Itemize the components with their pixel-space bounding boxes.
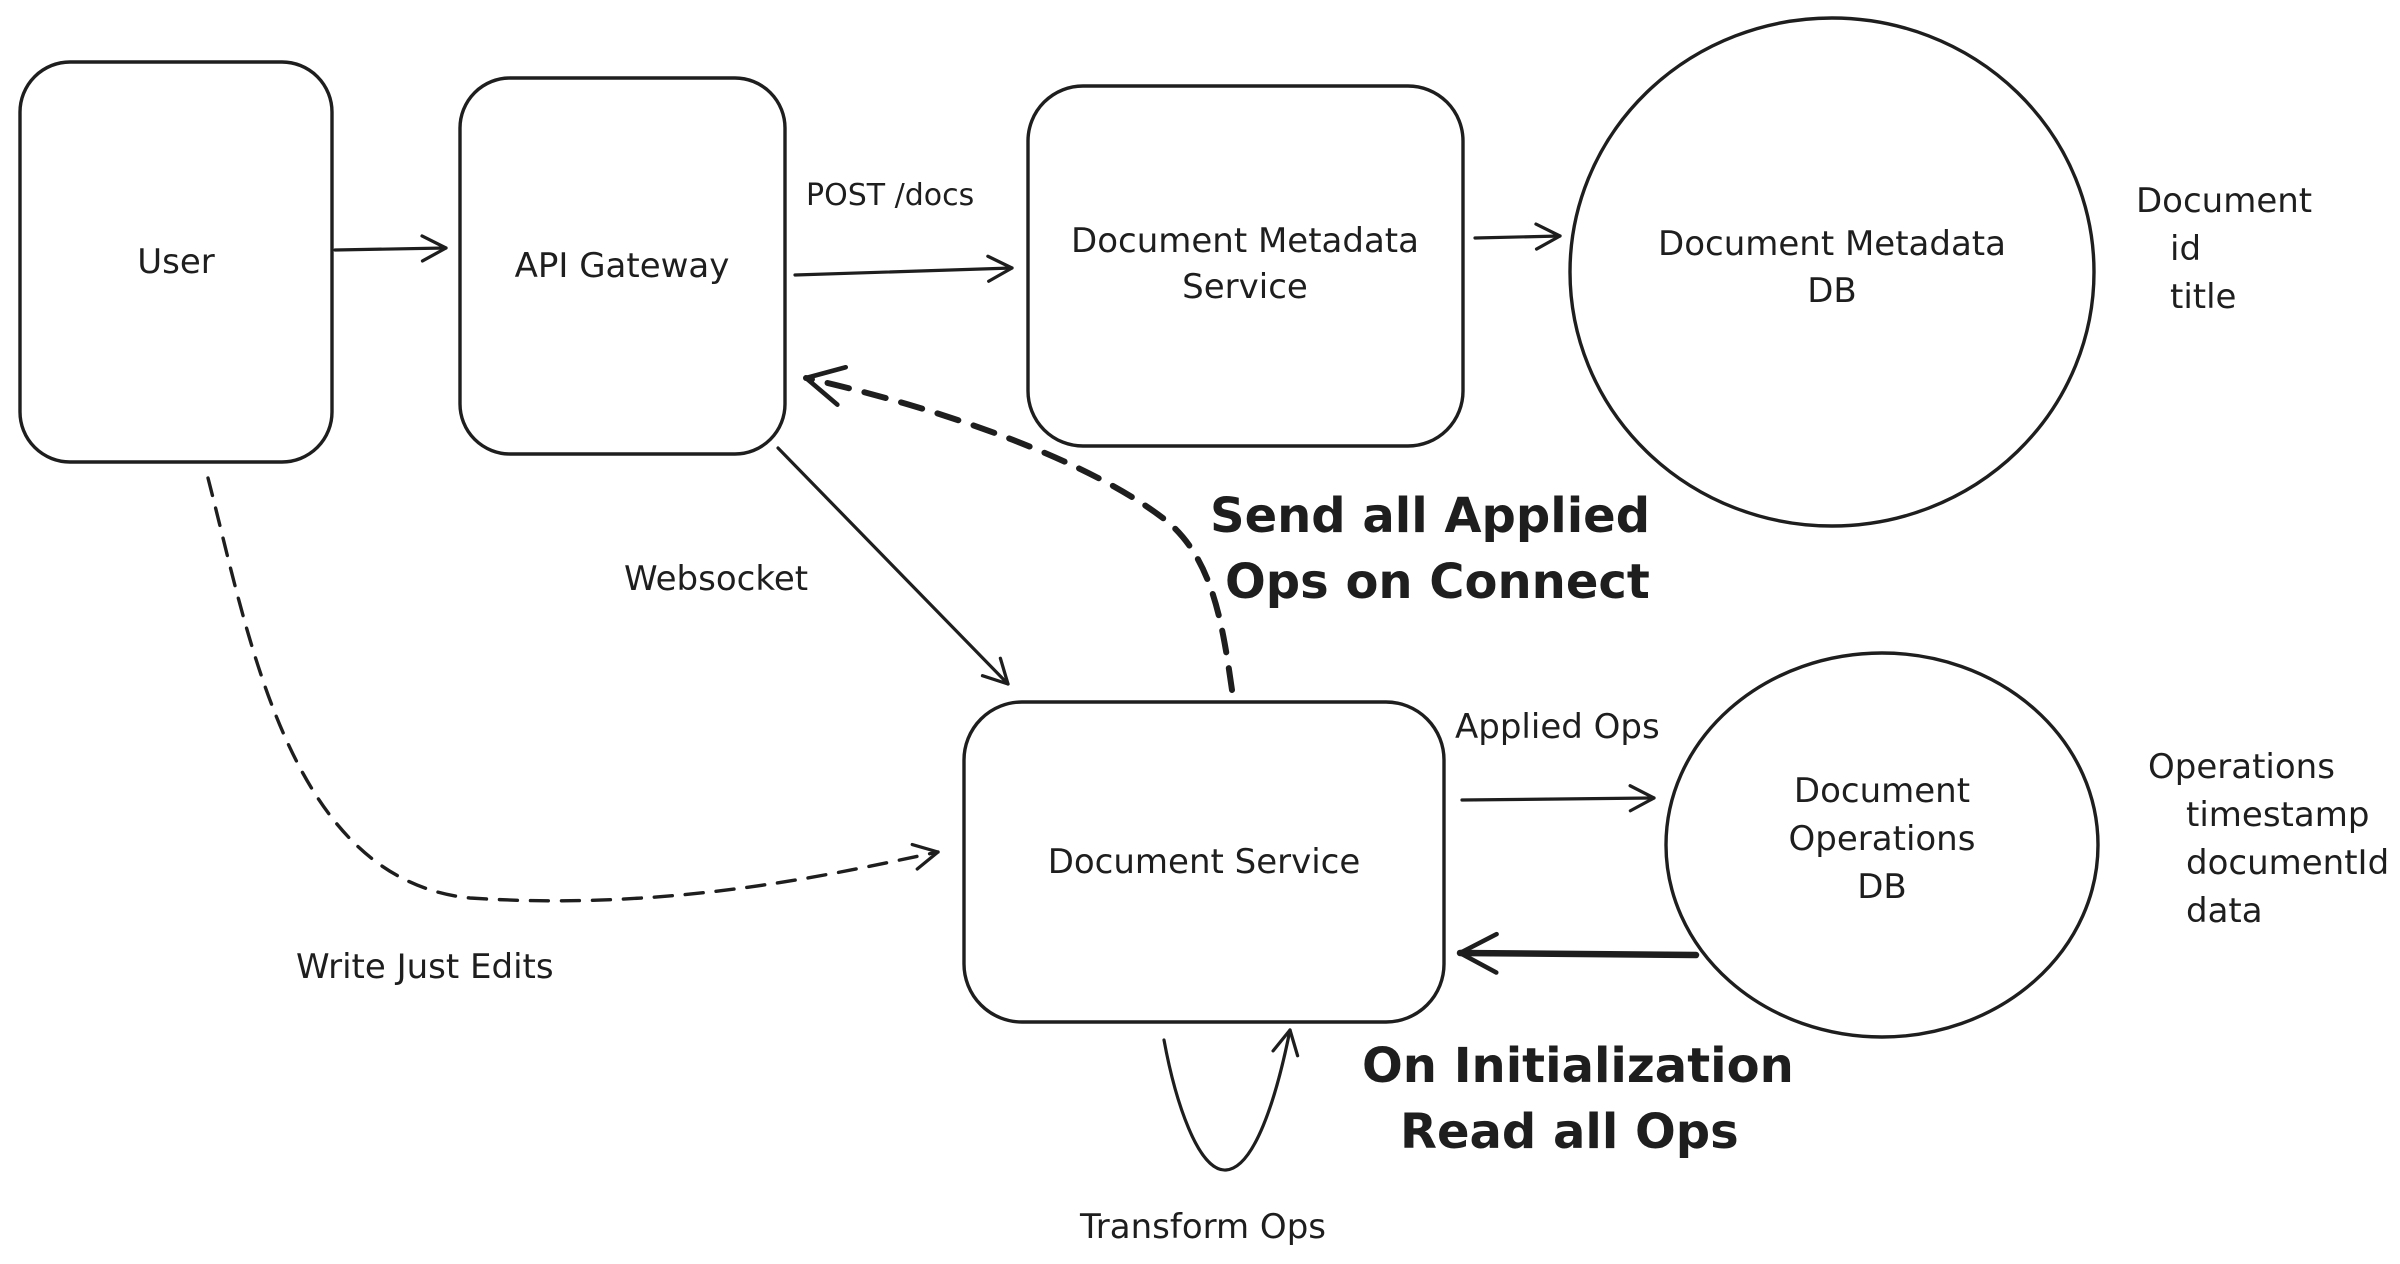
document-service-label: Document Service bbox=[1048, 842, 1361, 882]
metadata-db-label-line1: Document Metadata bbox=[1658, 224, 2006, 264]
metadata-db-label-line2: DB bbox=[1807, 271, 1857, 311]
metadata-service-label-line1: Document Metadata bbox=[1071, 221, 1419, 261]
label-on-init-line2: Read all Ops bbox=[1400, 1104, 1739, 1160]
label-send-applied-line1: Send all Applied bbox=[1210, 488, 1650, 544]
arrow-gateway-to-document-service bbox=[776, 446, 1010, 686]
document-service-node: Document Service bbox=[962, 700, 1446, 1024]
api-gateway-node: API Gateway bbox=[458, 76, 787, 456]
operations-schema-field-timestamp: timestamp bbox=[2186, 795, 2369, 835]
label-on-init-line1: On Initialization bbox=[1362, 1038, 1794, 1094]
arrow-document-service-to-gateway-dashed bbox=[803, 364, 1235, 693]
arrow-user-to-document-service-dashed bbox=[206, 476, 940, 903]
api-gateway-label: API Gateway bbox=[515, 246, 730, 286]
label-post-docs: POST /docs bbox=[806, 178, 974, 213]
arrow-metadata-service-to-db bbox=[1473, 222, 1562, 251]
label-websocket: Websocket bbox=[624, 559, 808, 599]
operations-db-node: Document Operations DB bbox=[1664, 651, 2100, 1039]
user-node: User bbox=[18, 60, 334, 464]
operations-db-label-line3: DB bbox=[1857, 867, 1907, 907]
label-write-just-edits: Write Just Edits bbox=[296, 947, 554, 987]
operations-schema-field-data: data bbox=[2186, 891, 2263, 931]
document-schema: Document id title bbox=[2136, 181, 2312, 317]
label-transform-ops: Transform Ops bbox=[1079, 1207, 1326, 1247]
document-schema-title: Document bbox=[2136, 181, 2312, 221]
operations-db-label-line2: Operations bbox=[1789, 819, 1976, 859]
label-applied-ops: Applied Ops bbox=[1455, 707, 1660, 747]
arrow-transform-loop bbox=[1162, 1028, 1300, 1172]
user-label: User bbox=[137, 242, 215, 282]
operations-schema-title: Operations bbox=[2148, 747, 2335, 787]
arrow-document-service-to-operations-db bbox=[1460, 784, 1656, 813]
metadata-db-node: Document Metadata DB bbox=[1568, 16, 2096, 528]
operations-schema: Operations timestamp documentId data bbox=[2148, 747, 2389, 931]
operations-schema-field-documentid: documentId bbox=[2186, 843, 2389, 883]
arrow-gateway-to-metadata-service bbox=[793, 254, 1014, 283]
operations-db-label-line1: Document bbox=[1794, 771, 1970, 811]
label-send-applied-line2: Ops on Connect bbox=[1225, 554, 1650, 610]
document-schema-field-title: title bbox=[2170, 277, 2236, 317]
arrow-user-to-gateway bbox=[333, 234, 448, 263]
document-schema-field-id: id bbox=[2170, 229, 2201, 269]
metadata-service-label-line2: Service bbox=[1182, 267, 1308, 307]
arrow-operations-db-to-document-service bbox=[1456, 931, 1700, 975]
metadata-service-node: Document Metadata Service bbox=[1026, 84, 1465, 448]
